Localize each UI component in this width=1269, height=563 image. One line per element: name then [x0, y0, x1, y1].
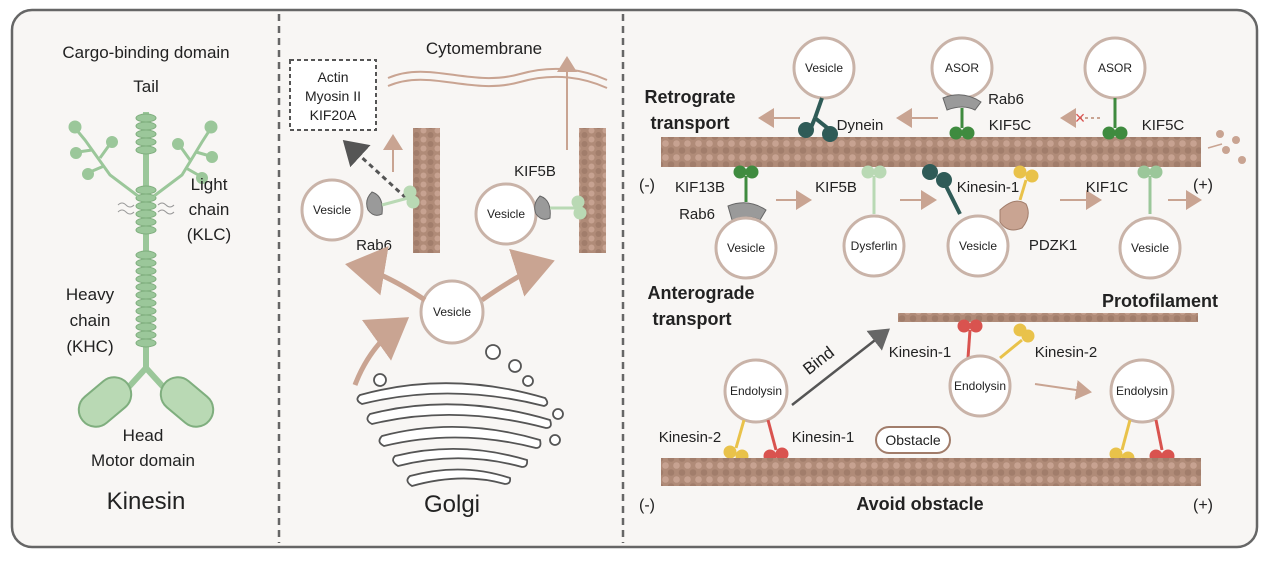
light-chain-label-3: (KLC): [187, 225, 231, 244]
kinesin1-b-label: Kinesin-1: [792, 429, 855, 446]
kinesin-1-teal: [922, 164, 962, 215]
vesicle-top: [792, 36, 856, 100]
pdzk1-label: PDZK1: [1029, 237, 1077, 254]
anterograde-label-1: Anterograde: [647, 283, 754, 303]
protofilament: [898, 313, 1198, 322]
rab6-bottom-label: Rab6: [679, 206, 715, 223]
kif5c-label-1: KIF5C: [989, 117, 1032, 134]
plus-label-1: (+): [1193, 177, 1213, 194]
retrograde-label-1: Retrograte: [644, 87, 735, 107]
block-icon: ×: [1075, 108, 1086, 128]
endolysin-1: [723, 358, 789, 424]
light-chain-label-2: chain: [189, 200, 230, 219]
retrograde-label-2: transport: [650, 113, 729, 133]
kif5b-label-p2: KIF5B: [514, 163, 556, 180]
plus-label-2: (+): [1193, 497, 1213, 514]
microtubule-right: [579, 128, 606, 253]
heavy-chain-label-1: Heavy: [66, 285, 115, 304]
heavy-chain-label-3: (KHC): [66, 337, 113, 356]
rab6-label: Rab6: [356, 237, 392, 254]
endolysin-2-label: Endolysin: [954, 379, 1006, 393]
box-line-1: Actin: [317, 69, 348, 85]
endolysin-1-label: Endolysin: [730, 384, 782, 398]
kinesin2-a-label: Kinesin-2: [1035, 344, 1098, 361]
dynein: [798, 97, 838, 142]
avoid-obstacle-label: Avoid obstacle: [856, 494, 983, 514]
dysferlin-label: Dysferlin: [851, 239, 898, 253]
vesicle-right-label: Vesicle: [487, 207, 525, 221]
kif5c-label-2: KIF5C: [1142, 117, 1185, 134]
endolysin-3: [1109, 358, 1175, 424]
obstacle: [875, 426, 951, 454]
endolysin-2: [948, 354, 1012, 418]
golgi-apparatus: [356, 344, 564, 487]
microtubule-top: [661, 137, 1201, 167]
vesicle-top-label: Vesicle: [805, 61, 843, 75]
vesicle-b3-label: Vesicle: [1131, 241, 1169, 255]
cytomembrane: [387, 67, 608, 81]
vesicle-b3: [1118, 216, 1182, 280]
vesicle-center-label: Vesicle: [433, 305, 471, 319]
minus-label-2: (-): [639, 497, 655, 514]
light-chain-left: [68, 120, 139, 198]
light-chain-label-1: Light: [191, 175, 228, 194]
anterograde-label-2: transport: [652, 309, 731, 329]
vesicle-b1: [714, 216, 778, 280]
minus-label-1: (-): [639, 177, 655, 194]
light-chain-right: [153, 120, 218, 198]
rab6-left: [366, 191, 383, 216]
endolysin-3-label: Endolysin: [1116, 384, 1168, 398]
panel-transport: Retrograte transport Vesicle ASOR ASOR D…: [639, 36, 1246, 514]
asor-label-1: ASOR: [945, 61, 979, 75]
vesicle-b2-label: Vesicle: [959, 239, 997, 253]
kinesin1-top-label: Kinesin-1: [957, 179, 1020, 196]
tail-label: Tail: [133, 77, 159, 96]
vesicle-center: [419, 279, 485, 345]
microtubule-left: [413, 128, 440, 253]
cytomembrane-label: Cytomembrane: [426, 39, 542, 58]
rab6-top-label: Rab6: [988, 91, 1024, 108]
kif1c-label: KIF1C: [1086, 179, 1129, 196]
asor-label-2: ASOR: [1098, 61, 1132, 75]
panel-kinesin: Cargo-binding domain Tail: [62, 43, 231, 515]
kinesin2-b-label: Kinesin-2: [659, 429, 722, 446]
protofilament-label: Protofilament: [1102, 291, 1218, 311]
actin-box: [289, 59, 377, 131]
heavy-chain-label-2: chain: [70, 311, 111, 330]
kinesin-title: Kinesin: [107, 488, 186, 515]
head-label: Head: [123, 426, 164, 445]
obstacle-label: Obstacle: [885, 432, 940, 448]
kif13b-label: KIF13B: [675, 179, 725, 196]
motor-head-right: [159, 376, 215, 428]
box-line-2: Myosin II: [305, 88, 361, 104]
kif5b-label-p3: KIF5B: [815, 179, 857, 196]
panel-golgi: Actin Myosin II KIF20A Cytomembrane Vesi…: [289, 39, 608, 518]
cargo-binding-label: Cargo-binding domain: [62, 43, 229, 62]
dynein-label: Dynein: [837, 117, 884, 134]
dysferlin-vesicle: [842, 214, 906, 278]
golgi-label: Golgi: [424, 491, 480, 518]
vesicle-b1-label: Vesicle: [727, 241, 765, 255]
tail-coils: [135, 113, 157, 348]
motor-domain-label: Motor domain: [91, 451, 195, 470]
box-line-3: KIF20A: [310, 107, 357, 123]
kinesin1-a-label: Kinesin-1: [889, 344, 952, 361]
microtubule-bottom: [661, 458, 1201, 486]
vesicle-left: [300, 178, 364, 242]
vesicle-b2: [946, 214, 1010, 278]
motor-head-left: [77, 376, 133, 428]
vesicle-left-label: Vesicle: [313, 203, 351, 217]
